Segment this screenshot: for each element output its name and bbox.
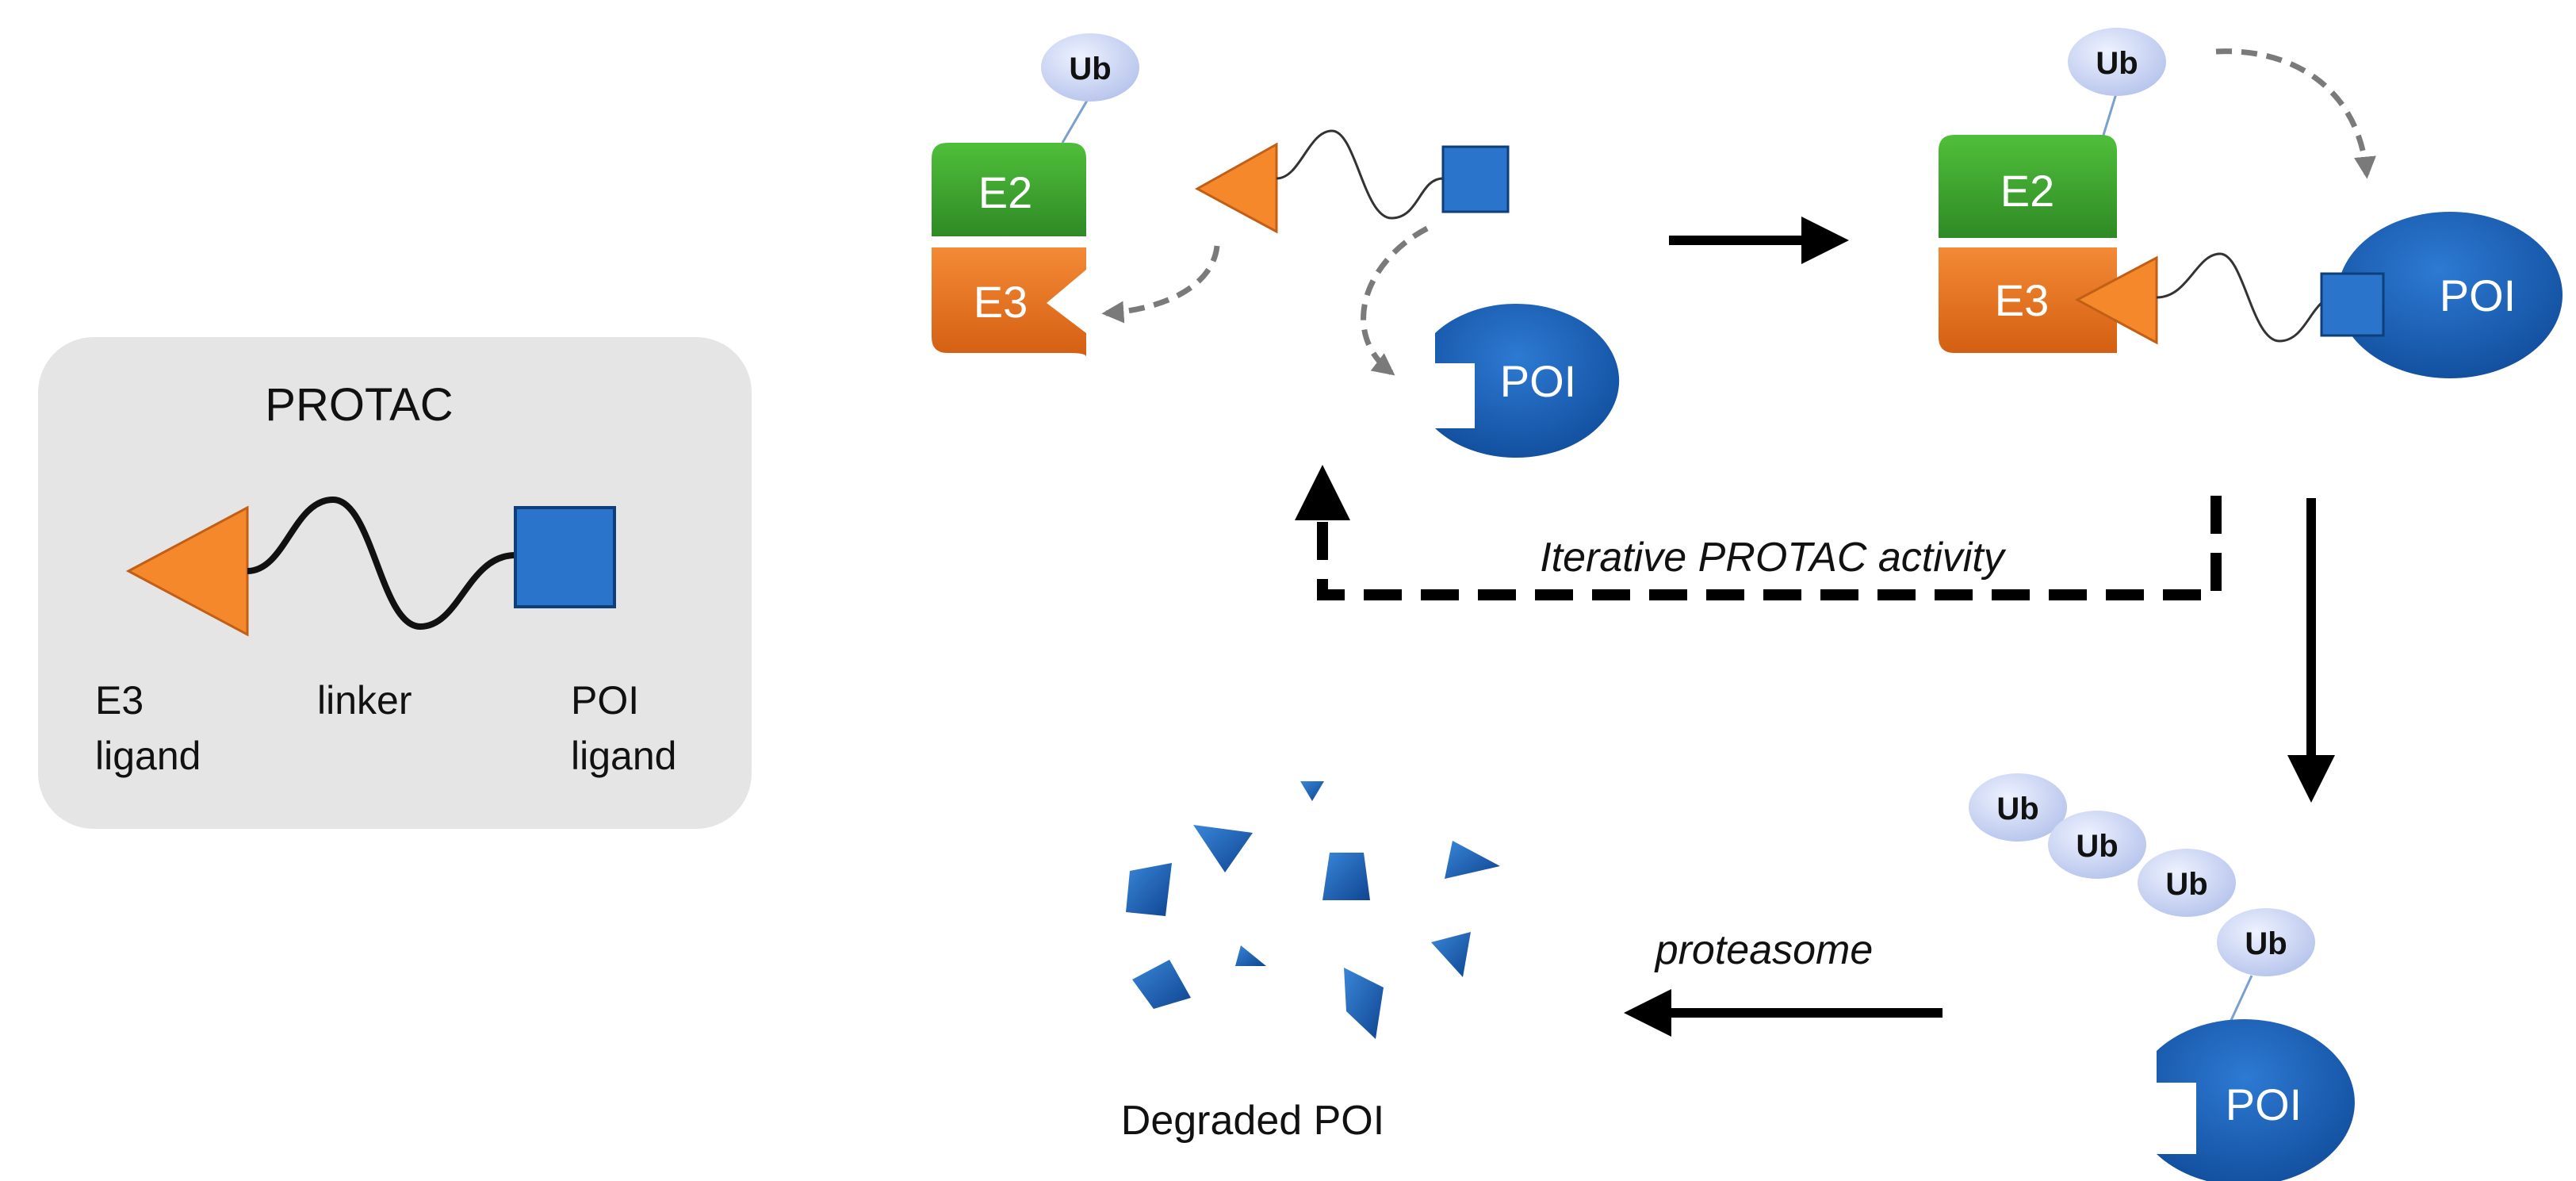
iterative-loop: Iterative PROTAC activity xyxy=(1295,465,2222,600)
e3-label: E3 xyxy=(974,277,1028,327)
ternary-complex: Ub E2 E3 POI xyxy=(1939,28,2563,378)
poi-label: POI xyxy=(2440,270,2516,320)
poi-ellipse-notched xyxy=(2157,1019,2355,1181)
ub-label: Ub xyxy=(2165,867,2207,902)
polyubiquitinated-poi: Ub Ub Ub Ub POI xyxy=(1969,773,2355,1181)
ub-ellipse-icon xyxy=(1041,33,1139,102)
poi-ligand-square-icon xyxy=(514,506,616,608)
fragment-icon xyxy=(1445,841,1500,879)
fragment-icon xyxy=(1132,960,1191,1009)
legend-linker-label: linker xyxy=(317,678,411,723)
fragment-icon xyxy=(1344,968,1384,1039)
protac-legend: PROTAC E3 ligand linker POI ligand xyxy=(38,337,752,829)
poi-ellipse xyxy=(2337,212,2563,378)
fragment-icon xyxy=(1193,825,1253,872)
fragment-icon xyxy=(1126,863,1172,916)
fragment-icon xyxy=(1300,781,1324,801)
ub-label: Ub xyxy=(1996,792,2038,826)
e2-block xyxy=(932,143,1086,236)
ub-tether-line xyxy=(2226,975,2253,1028)
iterative-dashed-arrow xyxy=(1295,465,2222,600)
protac-linker-wave-icon xyxy=(1276,129,1444,220)
degraded-fragments: Degraded POI xyxy=(1121,781,1500,1144)
e2-label: E2 xyxy=(2000,166,2055,216)
protac-e3-ligand-triangle-icon xyxy=(1194,142,1278,234)
e3-label: E3 xyxy=(1995,275,2050,325)
dashed-arrow-to-poi xyxy=(1361,225,1429,376)
unbound-components: Ub E2 E3 POI xyxy=(932,33,1620,458)
ub-ellipse-icon xyxy=(1969,773,2067,842)
poi-ellipse-notched xyxy=(1435,304,1620,458)
fragment-icon xyxy=(1322,853,1370,900)
e2-label: E2 xyxy=(978,167,1033,217)
ub-ellipse-icon xyxy=(2138,849,2236,917)
fragment-icon xyxy=(1235,945,1266,966)
bound-linker-wave-icon xyxy=(2156,252,2336,343)
poi-label: POI xyxy=(1500,356,1576,406)
poi-label: POI xyxy=(2226,1079,2302,1129)
proteasome-label: proteasome xyxy=(1654,927,1874,973)
e3-block xyxy=(1939,247,2117,353)
ub-label: Ub xyxy=(2245,926,2287,961)
legend-background xyxy=(38,337,752,829)
e3-block-notched xyxy=(932,247,1086,357)
ub-tether-line xyxy=(2099,90,2119,144)
ub-tether-line xyxy=(1061,94,1092,144)
ub-label: Ub xyxy=(1069,52,1111,86)
linker-wave-icon xyxy=(247,496,516,631)
degraded-poi-label: Degraded POI xyxy=(1121,1098,1384,1144)
bound-e3-ligand-triangle-icon xyxy=(2074,255,2158,345)
fragment-icon xyxy=(1431,932,1471,977)
iterative-label: Iterative PROTAC activity xyxy=(1540,535,2007,581)
e2-block xyxy=(1939,135,2117,238)
legend-e3-ligand-label: E3 ligand xyxy=(95,678,201,778)
bound-poi-ligand-square-icon xyxy=(2320,272,2385,337)
dashed-arrow-ub-transfer xyxy=(2215,48,2376,179)
legend-title: PROTAC xyxy=(265,379,453,431)
ub-ellipse-icon xyxy=(2048,811,2146,879)
ub-ellipse-icon xyxy=(2217,908,2315,976)
ub-label: Ub xyxy=(2076,829,2118,864)
legend-poi-ligand-label: POI ligand xyxy=(571,678,676,778)
dashed-arrow-to-e3 xyxy=(1101,245,1220,324)
protac-poi-ligand-square-icon xyxy=(1441,145,1510,213)
ub-label: Ub xyxy=(2096,46,2138,81)
ub-ellipse-icon xyxy=(2068,28,2166,96)
